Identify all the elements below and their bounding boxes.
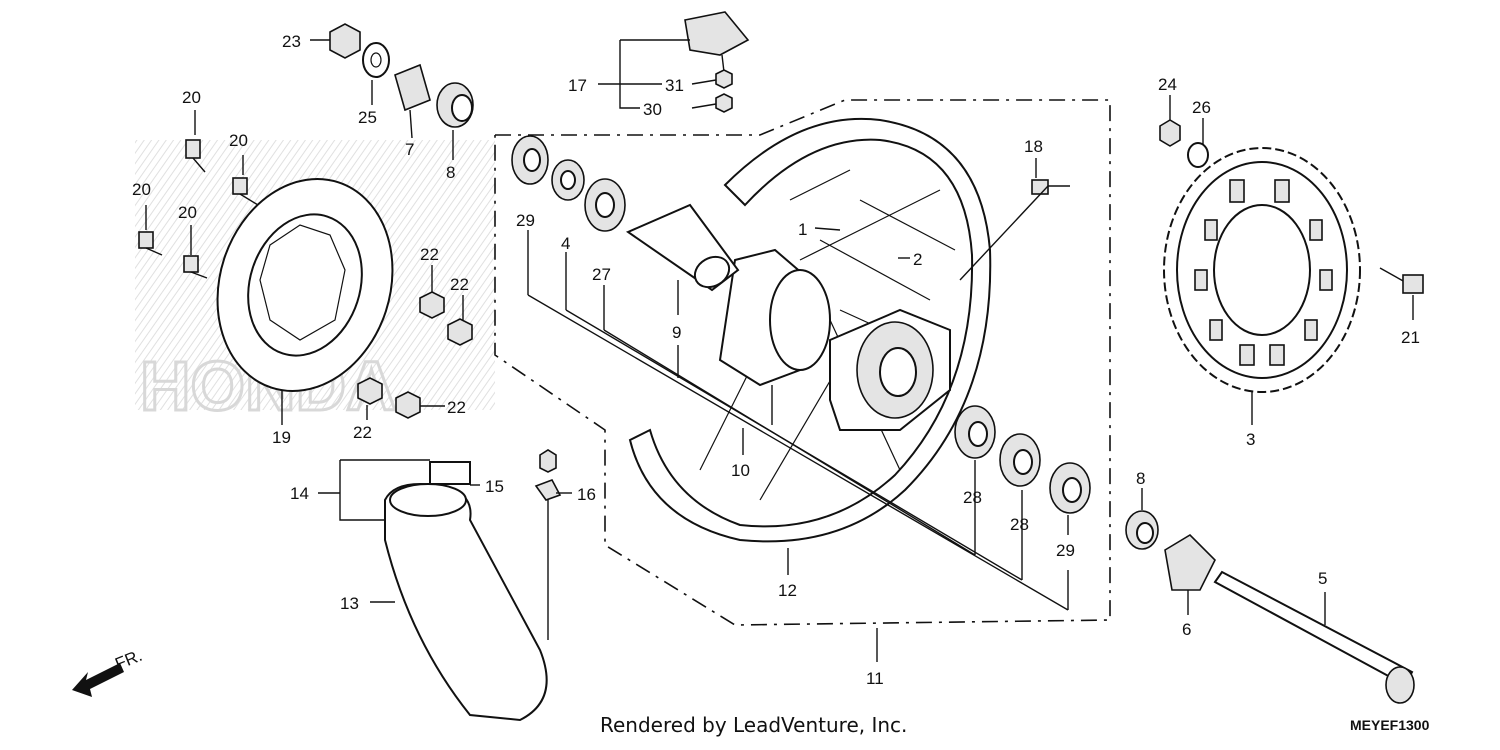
right-axle-parts <box>1125 510 1415 704</box>
bolt-icon <box>232 177 259 206</box>
part-label: 5 <box>1318 569 1327 588</box>
bolt-icon <box>185 139 206 173</box>
hub-left-parts <box>511 135 740 292</box>
bolt-icon <box>183 255 208 279</box>
part-label: 6 <box>1182 620 1191 639</box>
sprocket <box>1163 147 1361 393</box>
bolt-icon <box>138 231 163 256</box>
part-label: 22 <box>353 423 372 442</box>
left-axle-parts <box>329 23 474 128</box>
part-label: 22 <box>447 398 466 417</box>
arrow-label: FR. <box>112 646 145 674</box>
part-label: 3 <box>1246 430 1255 449</box>
part-label: 16 <box>577 485 596 504</box>
part-label: 8 <box>446 163 455 182</box>
part-label: 13 <box>340 594 359 613</box>
tube-parts <box>384 449 562 722</box>
part-label: 11 <box>866 669 884 688</box>
wheel-assembly-outline <box>494 99 1111 626</box>
spoke-nipple <box>1031 179 1049 195</box>
part-label: 17 <box>568 76 587 95</box>
part-label: 29 <box>516 211 535 230</box>
part-label: 18 <box>1024 137 1043 156</box>
part-label: 9 <box>672 323 681 342</box>
hub-right-parts <box>954 405 1091 514</box>
part-label: 28 <box>1010 515 1029 534</box>
part-label: 15 <box>485 477 504 496</box>
part-label: 30 <box>643 100 662 119</box>
part-label: 26 <box>1192 98 1211 117</box>
valve-parts <box>684 11 750 113</box>
rear-wheel <box>628 117 992 543</box>
brake-disc <box>216 177 394 393</box>
part-label: 1 <box>798 220 807 239</box>
footer-credit: Rendered by LeadVenture, Inc. <box>600 713 907 737</box>
part-label: 21 <box>1401 328 1420 347</box>
part-label: 22 <box>420 245 439 264</box>
part-label: 2 <box>913 250 922 269</box>
part-label: 28 <box>963 488 982 507</box>
part-label: 23 <box>282 32 301 51</box>
part-label: 19 <box>272 428 291 447</box>
part-label: 14 <box>290 484 309 503</box>
part-labels: 23 25 7 8 20 20 20 20 19 22 22 22 22 14 … <box>132 32 1420 688</box>
disc-nuts <box>357 291 473 419</box>
part-label: 22 <box>450 275 469 294</box>
disc-bolts <box>138 139 259 279</box>
part-label: 8 <box>1136 469 1145 488</box>
part-label: 4 <box>561 234 570 253</box>
part-label: 7 <box>405 140 414 159</box>
part-label: 24 <box>1158 75 1177 94</box>
part-label: 20 <box>182 88 201 107</box>
part-label: 20 <box>178 203 197 222</box>
part-label: 10 <box>731 461 750 480</box>
part-label: 12 <box>778 581 797 600</box>
diagram-code: MEYEF1300 <box>1350 717 1430 733</box>
part-label: 20 <box>132 180 151 199</box>
part-label: 25 <box>358 108 377 127</box>
leader-lines <box>145 39 1414 662</box>
part-label: 20 <box>229 131 248 150</box>
front-direction-arrow: FR. <box>72 646 145 697</box>
part-label: 31 <box>665 76 684 95</box>
part-label: 29 <box>1056 541 1075 560</box>
sprocket-hardware <box>1159 119 1424 294</box>
part-label: 27 <box>592 265 611 284</box>
